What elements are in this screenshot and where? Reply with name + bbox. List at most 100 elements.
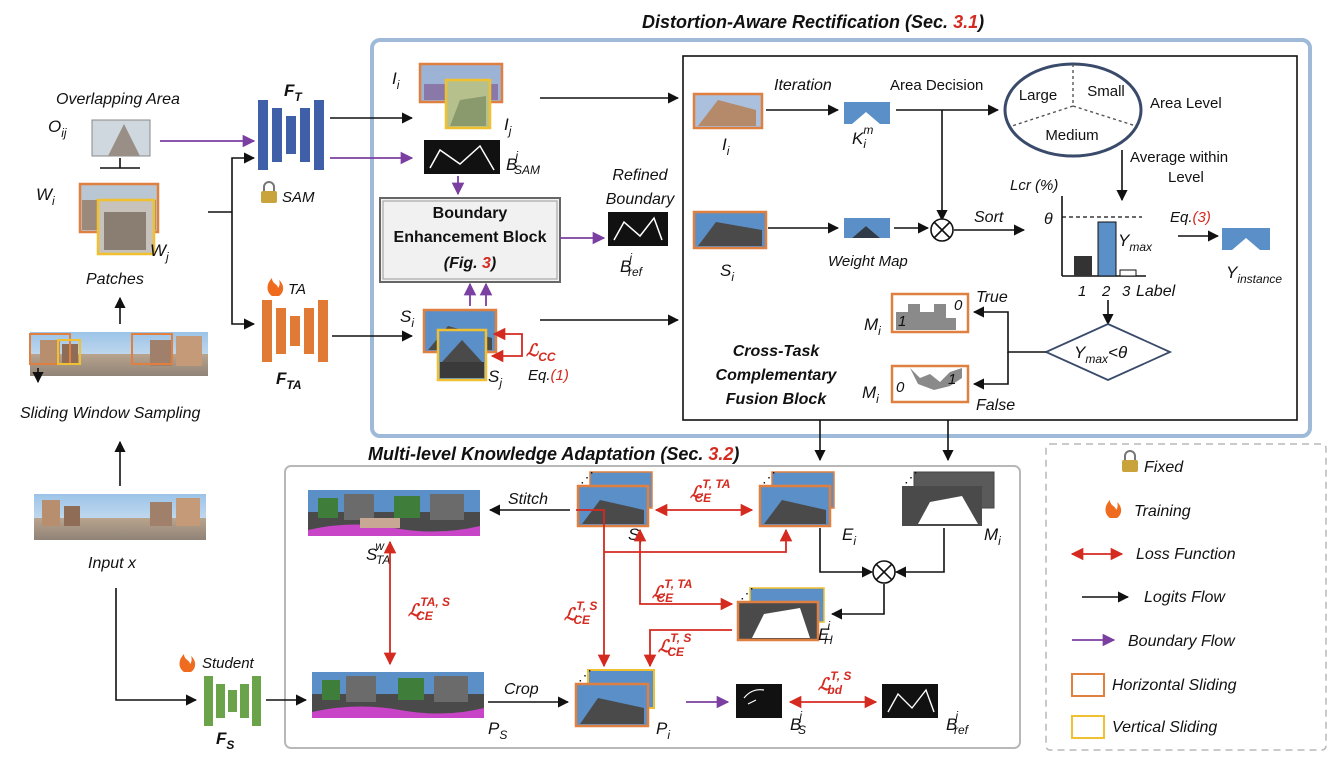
ctcf-s-i-label: Si <box>720 261 734 284</box>
overlap-brace <box>100 158 140 169</box>
overlapping-area-label: Overlapping Area <box>56 91 180 108</box>
svg-text:⋰: ⋰ <box>740 585 754 601</box>
student-label: Student <box>202 655 255 672</box>
mka-title: Multi-level Knowledge Adaptation (Sec. 3… <box>368 444 739 464</box>
l-cc-label: ℒCC <box>526 341 556 364</box>
decision-label: Ymax<θ <box>1074 343 1128 366</box>
patches-label: Patches <box>86 271 144 288</box>
w-j-label: Wj <box>150 241 169 264</box>
s-j-label: Sj <box>488 367 502 390</box>
image-patch-i-j <box>444 78 492 130</box>
crop-label: Crop <box>504 681 539 698</box>
legend-fixed: Fixed <box>1144 459 1184 476</box>
legend-logits: Logits Flow <box>1144 589 1226 606</box>
sliding-window-label: Sliding Window Sampling <box>20 405 200 422</box>
legend-boundary: Boundary Flow <box>1128 633 1236 650</box>
area-level-label: Area Level <box>1150 95 1222 112</box>
area-level-ellipse <box>1003 62 1143 158</box>
i-j-label: Ij <box>504 115 512 138</box>
beb-fig-ref: (Fig. 3) <box>444 255 496 272</box>
mka-frame <box>284 465 1021 749</box>
bar-tick-3: 3 <box>1122 283 1131 300</box>
ctcf-title-line3: Fusion Block <box>726 391 828 408</box>
weight-map-label: Weight Map <box>828 253 908 270</box>
mask-false-1: 1 <box>948 371 956 388</box>
sort-label: Sort <box>974 209 1004 226</box>
area-decision-label: Area Decision <box>890 77 983 94</box>
m-i-bottom-label: Mi <box>862 383 879 406</box>
legend-loss: Loss Function <box>1136 546 1236 563</box>
beb-line1: Boundary <box>433 205 508 222</box>
theta-label: θ <box>1044 211 1053 228</box>
k-map <box>844 102 890 124</box>
legend-horizontal-swatch <box>1071 673 1105 697</box>
svg-text:⋰: ⋰ <box>578 667 592 683</box>
b-s-map <box>736 684 782 718</box>
sam-label: SAM <box>282 189 315 206</box>
lcr-axis-label: Lcr (%) <box>1010 177 1058 194</box>
legend-vertical: Vertical Sliding <box>1112 719 1217 736</box>
refined-line1: Refined <box>612 167 668 184</box>
lock-icon <box>261 181 277 203</box>
loss-eh-to-p <box>643 629 732 668</box>
mask-true <box>890 292 970 334</box>
input-panorama <box>34 494 206 540</box>
ta-encoder <box>262 300 328 362</box>
b-sam-map <box>424 140 500 174</box>
e-i-label: Ei <box>842 525 856 548</box>
fta-label: FTA <box>276 369 302 392</box>
iteration-label: Iteration <box>774 77 832 94</box>
medium-label: Medium <box>1045 127 1098 144</box>
student-pred-p-s <box>312 672 484 718</box>
mka-seg-s-i: ⋰ <box>576 469 653 528</box>
arrow-to-sam <box>231 152 256 212</box>
mask-false <box>890 364 970 404</box>
ctcf-seg-s-i <box>692 210 768 250</box>
large-label: Large <box>1019 87 1057 104</box>
bar-tick-1: 1 <box>1078 283 1086 300</box>
legend-vertical-swatch <box>1071 715 1105 739</box>
legend-training: Training <box>1134 503 1191 520</box>
svg-text:⋰: ⋰ <box>580 469 594 485</box>
m-i-top-label: Mi <box>864 315 881 338</box>
w-i-label: Wi <box>36 185 55 208</box>
fs-label: FS <box>216 729 234 752</box>
arrow-to-ta <box>231 212 256 330</box>
false-label: False <box>976 397 1015 414</box>
ft-label: FT <box>284 81 303 104</box>
legend-horizontal: Horizontal Sliding <box>1112 677 1237 694</box>
loss-cc-arrow <box>490 333 523 363</box>
small-label: Small <box>1087 83 1125 100</box>
bar-tick-2: 2 <box>1101 283 1111 300</box>
y-instance-map <box>1222 228 1270 250</box>
decision-diamond <box>1043 323 1173 381</box>
input-label: Input x <box>88 555 137 572</box>
average-line2: Level <box>1168 169 1204 186</box>
stitched-seg-s-ta <box>308 490 480 536</box>
mka-mask-m-i: ⋰ <box>902 469 995 526</box>
i-i-label: Ii <box>392 69 400 92</box>
beb-line2: Enhancement Block <box>394 229 547 246</box>
eq3-label: Eq.(3) <box>1170 209 1211 226</box>
dar-frame <box>370 38 1312 438</box>
o-ij-label: Oij <box>48 117 67 140</box>
eq1-label: Eq.(1) <box>528 367 569 384</box>
loss-line-left <box>576 509 605 664</box>
weight-map <box>844 218 890 238</box>
flame-icon-student <box>179 654 196 672</box>
ctcf-title-line2: Complementary <box>716 367 838 384</box>
mask-true-0: 0 <box>954 297 963 314</box>
true-label: True <box>976 289 1008 306</box>
mask-true-1: 1 <box>898 313 906 330</box>
ctcf-frame <box>682 55 1298 421</box>
mask-false-0: 0 <box>896 379 905 396</box>
